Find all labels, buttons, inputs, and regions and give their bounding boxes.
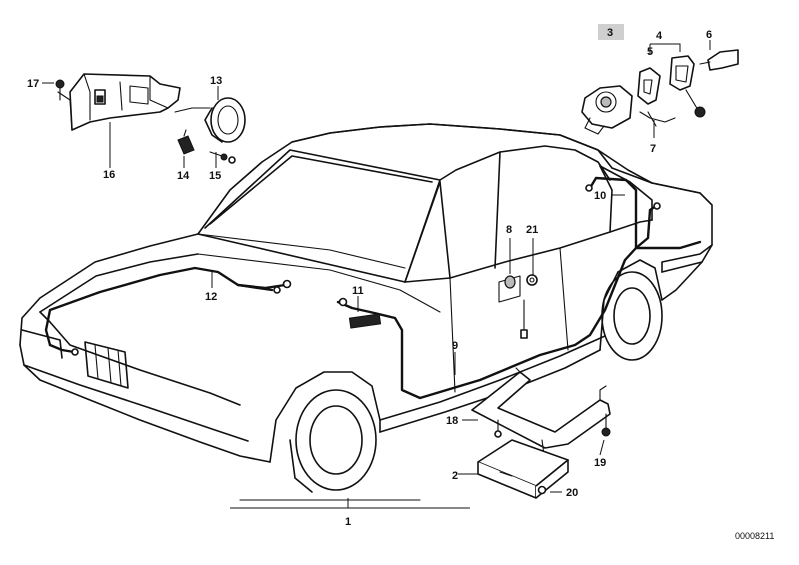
horn [174, 97, 246, 143]
callout-6: 6 [706, 29, 712, 41]
callout-5: 5 [647, 46, 653, 58]
callout-4: 4 [656, 30, 663, 42]
lock-assembly [581, 49, 739, 135]
mounting-bracket [55, 73, 181, 131]
wiring-harness [44, 176, 702, 400]
callout-14: 14 [177, 170, 190, 182]
callout-19: 19 [594, 457, 606, 469]
callout-18: 18 [446, 415, 458, 427]
callout-17: 17 [27, 78, 39, 90]
callout-8: 8 [506, 224, 512, 236]
leader-lines [42, 40, 711, 509]
callout-10: 10 [594, 190, 606, 202]
callout-20: 20 [566, 487, 578, 499]
callout-3-highlight [598, 24, 624, 40]
callout-3: 3 [607, 27, 613, 39]
callout-1: 1 [345, 516, 351, 528]
callout-13: 13 [210, 75, 222, 87]
door-contact-plate [498, 274, 538, 339]
callout-16: 16 [103, 169, 115, 181]
callout-12: 12 [205, 291, 217, 303]
control-unit-bracket [471, 367, 611, 499]
callout-labels: 1 2 3 4 5 6 7 8 9 10 11 12 13 14 15 16 1… [27, 24, 774, 541]
callout-7: 7 [650, 143, 656, 155]
callout-21: 21 [526, 224, 538, 236]
callout-9: 9 [452, 340, 458, 352]
connector-and-screw [177, 129, 236, 164]
callout-2: 2 [452, 470, 458, 482]
callout-11: 11 [352, 285, 364, 297]
diagram-id: 00008211 [735, 531, 774, 541]
callout-15: 15 [209, 170, 221, 182]
